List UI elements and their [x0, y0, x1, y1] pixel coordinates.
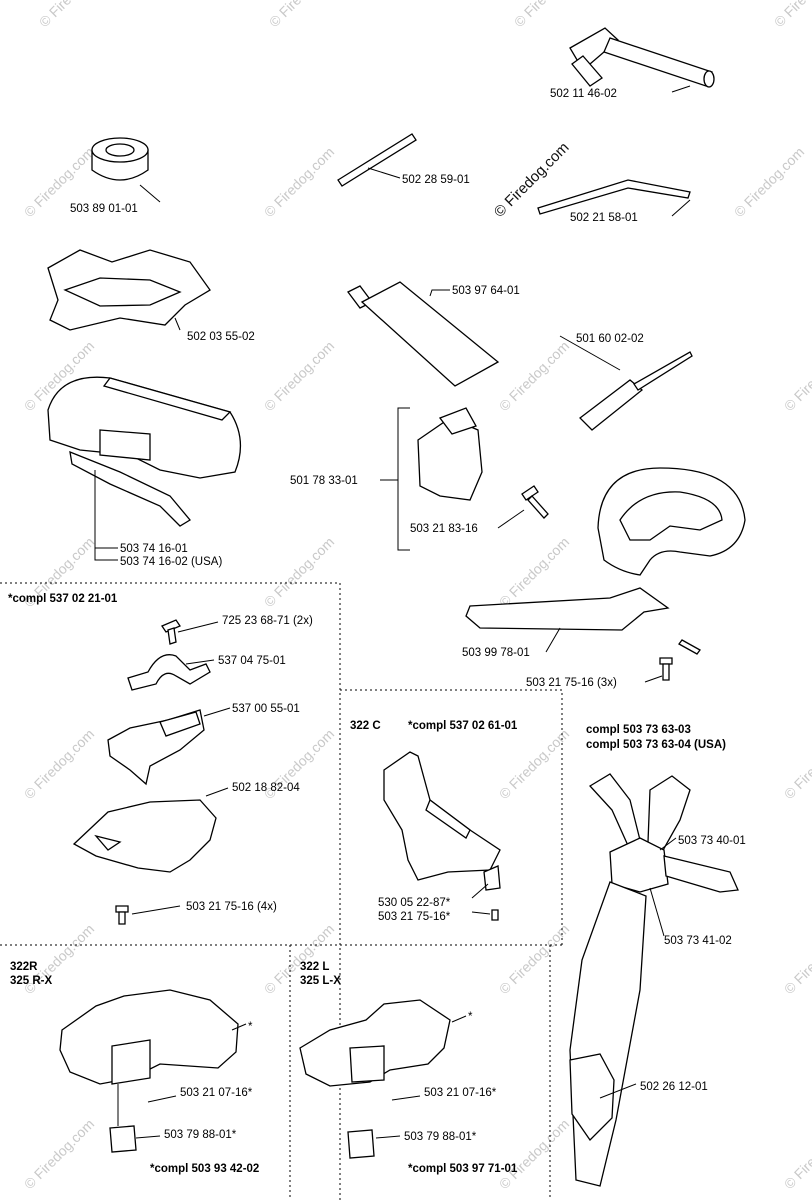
part-label: 503 97 64-01: [452, 285, 520, 297]
part-labels: 502 11 46-02 503 89 01-01 502 28 59-01 5…: [70, 88, 746, 1143]
part-label: 503 73 40-01: [678, 835, 746, 847]
watermark: © Firedog.com: [781, 726, 812, 802]
pin: [337, 133, 417, 187]
part-label: 503 79 88-01*: [164, 1129, 237, 1141]
watermark: © Firedog.com: [511, 0, 587, 30]
model-header: 325 L-X: [300, 975, 341, 987]
harness: [569, 773, 739, 1187]
model-header: 322R: [10, 961, 38, 973]
kit-header: *compl 503 97 71-01: [408, 1163, 518, 1175]
watermark: © Firedog.com: [496, 726, 572, 802]
part-label: 502 11 46-02: [550, 88, 617, 100]
part-label: 503 21 83-16: [410, 523, 478, 535]
watermark: © Firedog.com: [771, 0, 812, 30]
part-label: *: [468, 1011, 473, 1023]
part-label: 503 99 78-01: [462, 647, 530, 659]
part-label: 503 21 75-16 (4x): [186, 901, 277, 913]
part-label: 502 21 58-01: [570, 212, 638, 224]
part-label: 503 21 07-16*: [424, 1087, 497, 1099]
kit-header: *compl 537 02 21-01: [8, 593, 118, 605]
screwdriver: [559, 335, 693, 431]
watermark: © Firedog.com: [731, 144, 807, 220]
part-label: 503 79 88-01*: [404, 1131, 477, 1143]
bracket-537047501: [127, 654, 215, 691]
watermark: © Firedog.com: [496, 534, 572, 610]
kit-header: compl 503 73 63-04 (USA): [586, 739, 726, 751]
guard-322l: [299, 999, 467, 1159]
part-label: 503 21 75-16*: [378, 911, 451, 923]
part-label: 503 21 75-16 (3x): [526, 677, 617, 689]
part-label: 502 26 12-01: [640, 1081, 708, 1093]
part-label: 503 74 16-02 (USA): [120, 556, 222, 568]
part-label: 503 21 07-16*: [180, 1087, 253, 1099]
part-label: 502 18 82-04: [232, 782, 300, 794]
section-headers: *compl 537 02 21-01 322 C *compl 537 02 …: [8, 593, 726, 1175]
part-label: *: [248, 1021, 253, 1033]
hex-key: [537, 179, 691, 217]
model-header: 325 R-X: [10, 975, 53, 987]
guard-322r: [59, 989, 247, 1153]
cutting-blade: [47, 249, 211, 331]
blade-guard: [47, 376, 242, 561]
grease-tube: [347, 281, 500, 387]
watermark: © Firedog.com: [781, 338, 812, 414]
guard-502188204: [72, 787, 229, 873]
watermark: © Firedog.com: [21, 726, 97, 802]
part-label: 503 89 01-01: [70, 203, 138, 215]
part-label: 530 05 22-87*: [378, 897, 451, 909]
bolt-725236871: [161, 619, 219, 645]
part-label: 503 74 16-01: [120, 543, 188, 555]
model-header: 322 L: [300, 961, 329, 973]
part-label: 503 73 41-02: [664, 935, 732, 947]
screw-503217516-4x: [115, 905, 181, 925]
loop-handle: [465, 467, 746, 655]
watermark: © Firedog.com: [261, 338, 337, 414]
gear-cover-537005501: [107, 707, 231, 786]
watermark: © Firedog.com: [266, 0, 342, 30]
watermark: © Firedog.com: [21, 1116, 97, 1192]
screw-503217516-3x: [644, 657, 673, 683]
watermark: © Firedog.com: [781, 921, 812, 997]
clamp-assembly: [380, 407, 483, 551]
kit-header: compl 503 73 63-03: [586, 724, 691, 736]
part-label: 537 00 55-01: [232, 703, 300, 715]
watermark: © Firedog.com: [781, 1116, 812, 1192]
part-label: 502 28 59-01: [402, 174, 470, 186]
part-label: 501 78 33-01: [290, 475, 358, 487]
kit-header: *compl 503 93 42-02: [150, 1163, 259, 1175]
screw-503218316: [497, 485, 549, 529]
watermark: © Firedog.com: [496, 1116, 572, 1192]
socket-wrench: [569, 27, 715, 93]
guard-322c: [383, 751, 501, 921]
watermark: © Firedog.com: [261, 534, 337, 610]
model-header: 322 C: [350, 720, 381, 732]
section-dividers: [0, 582, 563, 1200]
watermark: © Firedog.com: [496, 921, 572, 997]
watermark: © Firedog.com: [261, 144, 337, 220]
part-label: 502 03 55-02: [187, 331, 255, 343]
kit-header: *compl 537 02 61-01: [408, 720, 518, 732]
bushing: [91, 137, 161, 203]
part-label: 725 23 68-71 (2x): [222, 615, 313, 627]
part-label: 501 60 02-02: [576, 333, 644, 345]
watermark: © Firedog.com: [36, 0, 112, 30]
part-label: 537 04 75-01: [218, 655, 286, 667]
watermark: © Firedog.com: [496, 338, 572, 414]
